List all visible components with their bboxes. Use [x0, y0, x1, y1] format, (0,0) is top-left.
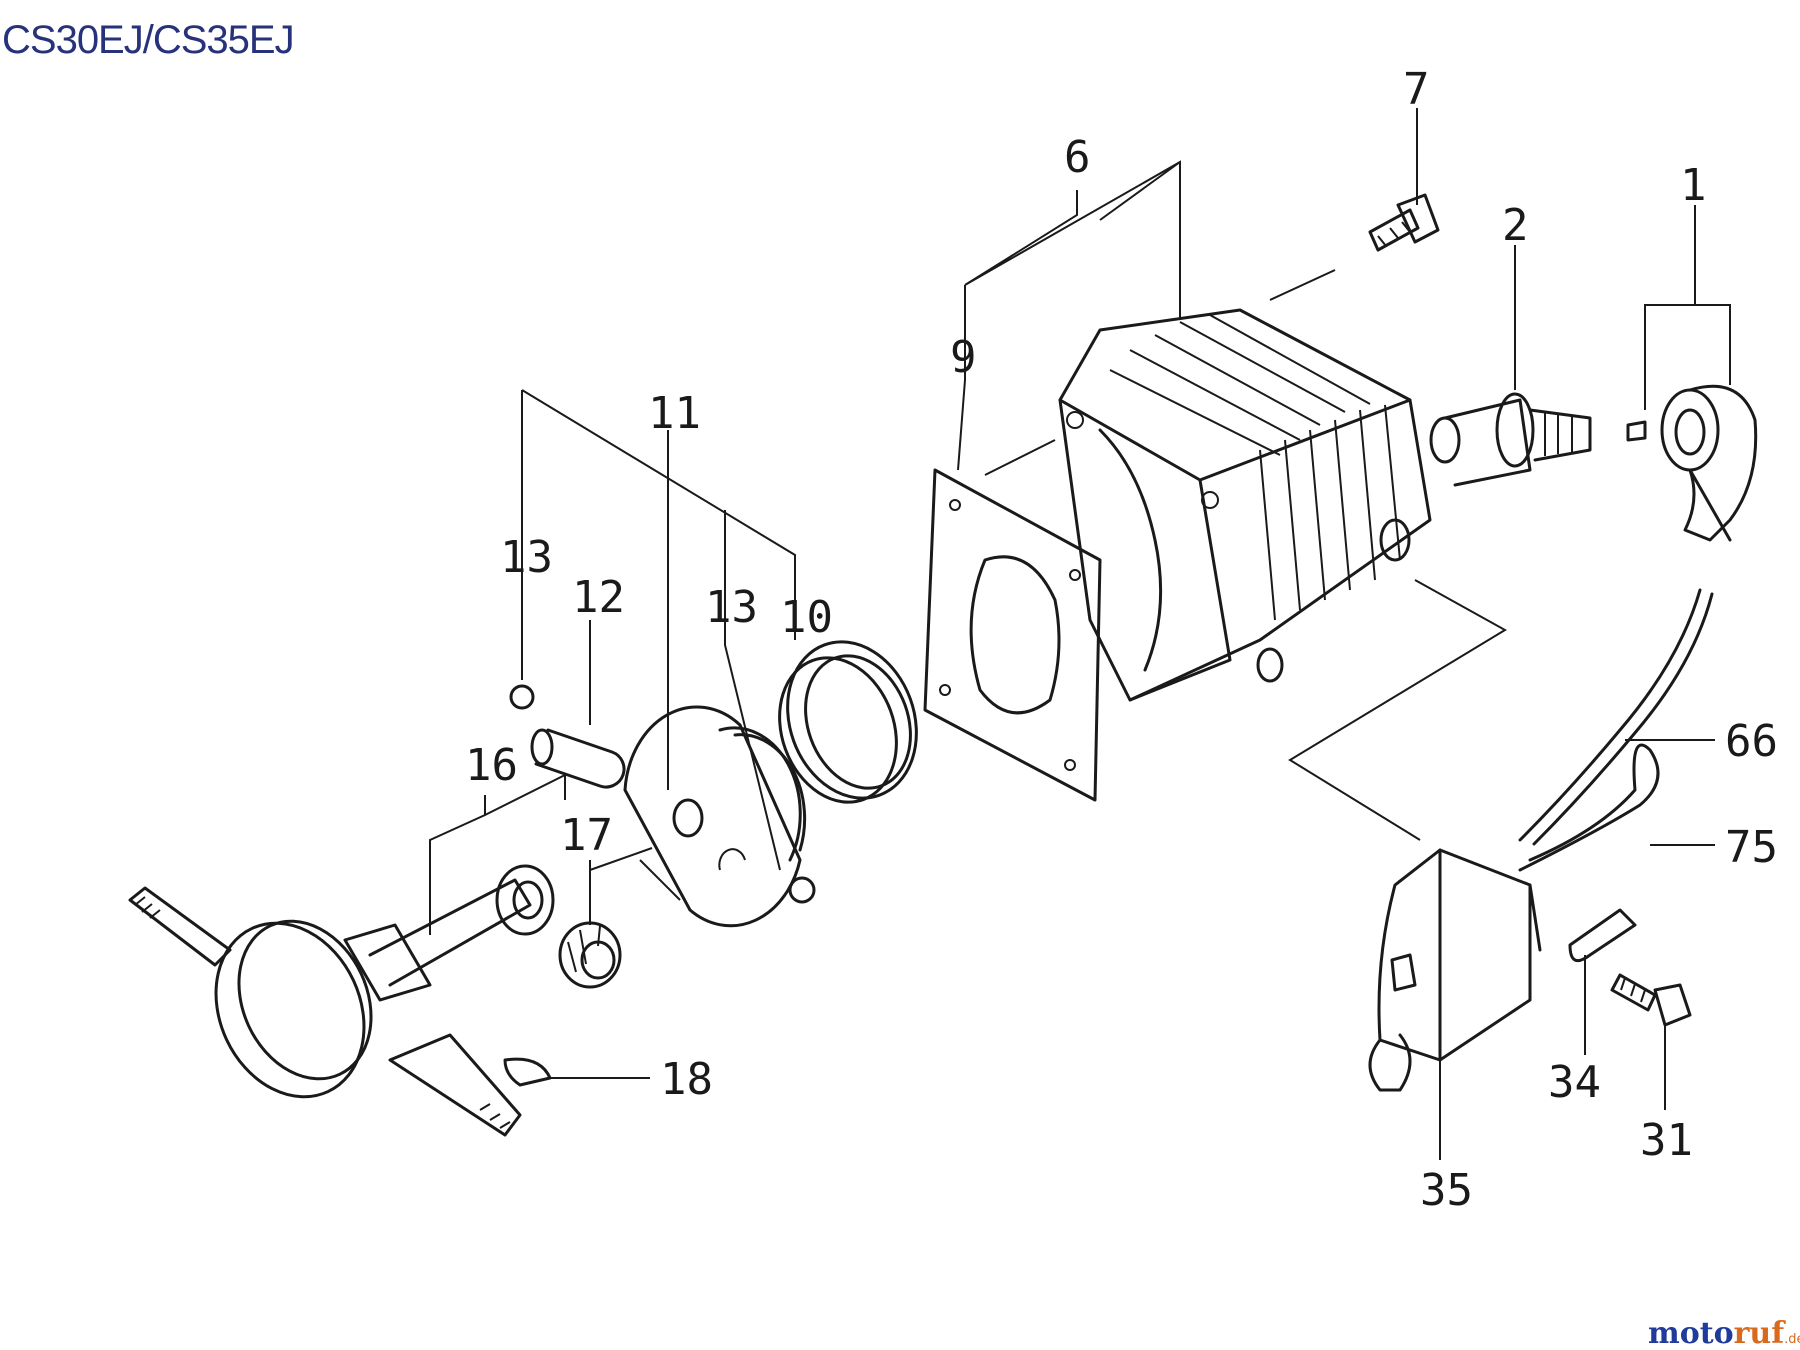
- callout-labels: 1 2 6 7 9 10 11 12 13 13 16 17 18 31 34 …: [465, 64, 1778, 1216]
- ignition-coil: [1368, 848, 1542, 1092]
- callout-11: 11: [648, 388, 701, 439]
- callout-17: 17: [560, 810, 613, 861]
- callout-31: 31: [1640, 1115, 1693, 1166]
- callout-12: 12: [572, 572, 625, 623]
- coil-screw: [1610, 973, 1692, 1027]
- spark-plug: [1429, 392, 1647, 487]
- circlip: [509, 684, 535, 710]
- callout-35: 35: [1420, 1165, 1473, 1216]
- circlip: [788, 876, 816, 904]
- diagram-title: CS30EJ/CS35EJ: [2, 18, 295, 62]
- piston-rings: [778, 640, 918, 804]
- callout-2: 2: [1502, 200, 1529, 251]
- crankshaft: [128, 864, 555, 1137]
- watermark-moto: moto: [1648, 1316, 1734, 1350]
- leader-lines: [429, 108, 1731, 1160]
- piston-pin: [530, 728, 626, 789]
- piston: [623, 705, 807, 928]
- needle-bearing: [558, 921, 622, 989]
- cylinder-bolt: [1368, 193, 1440, 252]
- callout-34: 34: [1548, 1057, 1601, 1108]
- callout-75: 75: [1725, 822, 1778, 873]
- ground-wire: [1518, 743, 1660, 872]
- callout-9: 9: [950, 332, 977, 383]
- ignition-lead: [1532, 592, 1714, 846]
- callout-13-left: 13: [500, 532, 553, 583]
- callout-13-right: 13: [705, 582, 758, 633]
- callout-1: 1: [1680, 160, 1707, 211]
- cylinder-gasket: [923, 468, 1102, 802]
- callout-6: 6: [1064, 132, 1091, 183]
- callout-10: 10: [780, 592, 833, 643]
- callout-7: 7: [1403, 64, 1430, 115]
- ignition-lead: [1518, 588, 1702, 842]
- watermark-de: .de: [1784, 1332, 1800, 1347]
- callout-66: 66: [1725, 716, 1778, 767]
- svg-text:motoruf.de: motoruf.de: [1648, 1316, 1800, 1350]
- callout-18: 18: [660, 1054, 713, 1105]
- watermark-logo: motoruf.de: [1648, 1316, 1800, 1350]
- woodruff-key: [503, 1057, 552, 1087]
- watermark-ruf: ruf: [1734, 1316, 1787, 1350]
- terminal: [1568, 908, 1637, 963]
- plug-cap: [1660, 384, 1758, 542]
- callout-16: 16: [465, 740, 518, 791]
- cylinder: [1058, 308, 1432, 702]
